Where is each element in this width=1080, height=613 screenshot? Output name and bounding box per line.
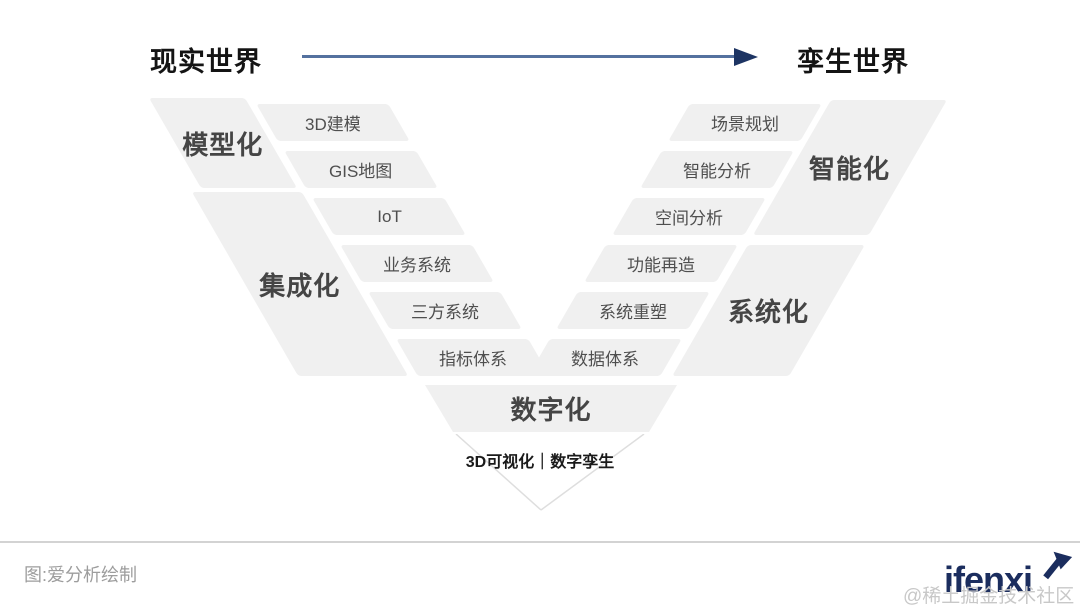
item-business-system: 业务系统	[340, 245, 494, 282]
item-spatial-analysis: 空间分析	[612, 198, 766, 235]
item-indicator-system: 指标体系	[396, 339, 550, 376]
source-caption: 图:爱分析绘制	[24, 565, 138, 585]
group-modeling-label: 模型化	[182, 129, 264, 160]
item-system-reshape: 系统重塑	[556, 292, 710, 329]
item-function-rebuild: 功能再造	[584, 245, 738, 282]
group-digitalization: 数字化	[425, 385, 677, 432]
item-label: 功能再造	[627, 256, 695, 275]
item-label: 三方系统	[411, 303, 479, 322]
item-label: IoT	[376, 206, 402, 226]
real-world-label: 现实世界	[150, 47, 262, 77]
item-3d-modeling: 3D建模	[256, 104, 410, 141]
item-gis-map: GIS地图	[284, 151, 438, 188]
arrow-right-head-icon	[734, 48, 758, 66]
item-label: 场景规划	[711, 115, 779, 134]
digitalization-sub-label: 3D可视化｜数字孪生	[465, 454, 615, 471]
twin-world-label: 孪生世界	[797, 47, 909, 77]
item-data-system: 数据体系	[528, 339, 682, 376]
item-label: GIS地图	[329, 162, 393, 181]
item-label: 系统重塑	[599, 303, 667, 322]
item-scene-planning: 场景规划	[668, 104, 822, 141]
logo-arrow-icon	[1043, 551, 1073, 580]
watermark-label: @稀土掘金技术社区	[903, 586, 1075, 607]
arrow-right-line	[302, 55, 734, 58]
item-intelligent-analysis: 智能分析	[640, 151, 794, 188]
group-systematization-label: 系统化	[727, 297, 809, 327]
item-label: 数据体系	[571, 350, 639, 369]
item-third-party-system: 三方系统	[368, 292, 522, 329]
group-intelligence-label: 智能化	[809, 154, 891, 184]
item-iot: IoT	[312, 198, 466, 235]
v-converge-lines	[455, 434, 645, 511]
item-label: 指标体系	[439, 350, 507, 369]
footer-divider	[0, 541, 1080, 543]
item-label: 3D建模	[305, 115, 361, 134]
item-label: 智能分析	[683, 162, 751, 181]
item-label: 空间分析	[655, 209, 723, 228]
ifenxi-logo: ifenxi	[944, 559, 1033, 600]
group-digitalization-label: 数字化	[510, 395, 592, 425]
group-integration-label: 集成化	[259, 270, 341, 301]
item-label: 业务系统	[383, 256, 451, 275]
